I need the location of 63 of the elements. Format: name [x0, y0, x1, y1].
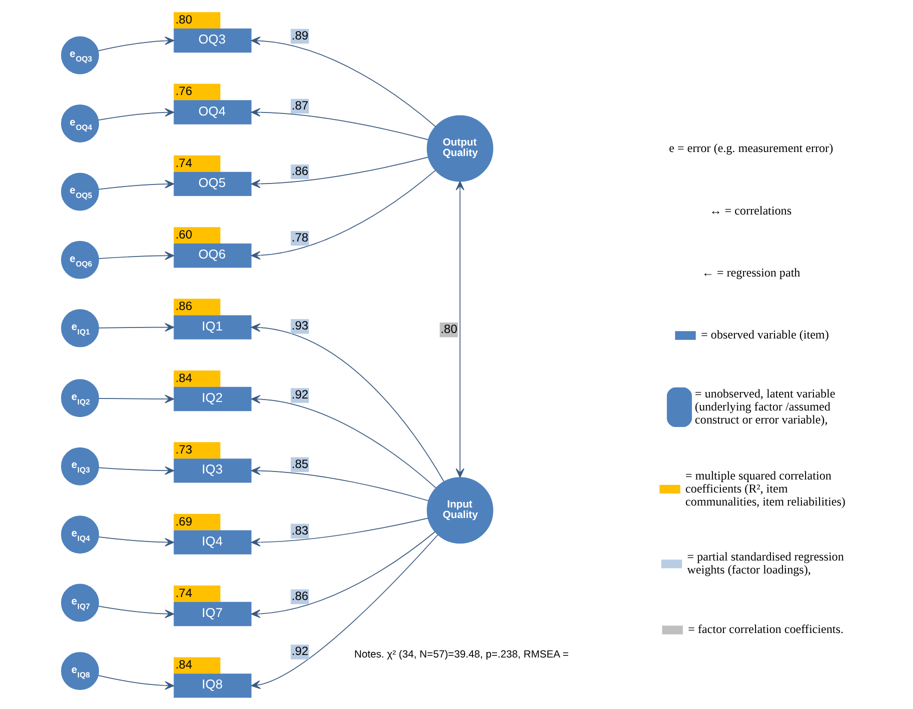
node-circle: e$_{IQ4}$ — [60, 516, 99, 554]
arrow — [97, 36, 174, 52]
node-label: .73 — [174, 442, 192, 457]
arrow — [98, 394, 174, 404]
arrow — [97, 675, 174, 690]
edge-label: .93 — [291, 318, 308, 333]
legend-label: e = error (e.g. measurement error) — [668, 141, 833, 156]
node-circle: e$_{OQ5}$ — [60, 172, 99, 211]
node-circle: e$_{IQ2}$ — [60, 379, 99, 418]
node-label: .86 — [174, 299, 192, 314]
node-circle: e$_{OQ4}$ — [60, 104, 99, 142]
legend-label: = observed variable (item) — [700, 328, 828, 342]
arrow — [98, 108, 174, 120]
arrow — [250, 394, 436, 488]
edge-label: .85 — [291, 456, 308, 471]
node-circle: e$_{IQ3}$ — [60, 447, 99, 486]
node-label: .69 — [174, 514, 192, 528]
edge-label: .92 — [291, 388, 308, 402]
arrow — [455, 180, 464, 478]
arrow — [98, 322, 174, 332]
arrow — [98, 466, 174, 475]
arrow — [250, 108, 428, 140]
arrow — [250, 466, 428, 502]
edge-label: .86 — [291, 588, 308, 603]
legend-label: ↔ = correlations — [709, 203, 792, 218]
edge-label: .80 — [440, 322, 457, 336]
legend-label: = multiple squared correlation coefficients (R², item communalities, item reliabilities) — [684, 468, 845, 508]
arrow — [250, 534, 438, 689]
arrow — [250, 156, 428, 188]
edge-label: .83 — [291, 523, 308, 538]
edge-label: .78 — [291, 230, 308, 245]
edge-label: .87 — [291, 98, 308, 112]
node-label: .84 — [174, 658, 192, 672]
arrow — [98, 606, 174, 618]
legend-label: = unobserved, latent variable (underlying factor /assumed construct or error variable), — [694, 386, 835, 426]
arrow — [98, 251, 174, 260]
edge-label: .86 — [291, 164, 308, 178]
label: Notes. χ² (34, N=57)=39.48, p=.238, RMSEA = — [354, 649, 568, 660]
arrow — [98, 180, 174, 190]
arrow — [98, 536, 174, 547]
edge-label: .92 — [291, 644, 308, 658]
node-label: .74 — [174, 156, 192, 170]
arrow — [250, 531, 435, 618]
node-label: .80 — [174, 12, 192, 26]
node-label: .84 — [174, 370, 192, 385]
node-label: .74 — [174, 586, 192, 600]
edge-label: .89 — [291, 28, 308, 42]
legend-label: = partial standardised regression weights (factor loadings), — [686, 550, 844, 577]
arrow — [250, 170, 436, 260]
node-circle: e$_{IQ8}$ — [60, 652, 99, 690]
arrow — [250, 323, 444, 482]
legend-label: = factor correlation coefficients. — [688, 622, 844, 636]
node-circle: e$_{OQ3}$ — [60, 36, 99, 74]
node-circle: Input Quality — [426, 477, 493, 544]
arrow — [250, 36, 436, 127]
node-label: .76 — [174, 84, 192, 98]
legend-label: ← = regression path — [701, 266, 800, 280]
node-circle: Output Quality — [426, 115, 493, 182]
node-label: .60 — [174, 228, 192, 242]
node-circle: e$_{IQ7}$ — [60, 584, 99, 622]
node-circle: e$_{IQ1}$ — [60, 309, 99, 348]
node-circle: e$_{OQ6}$ — [60, 240, 99, 279]
arrow — [250, 518, 428, 547]
